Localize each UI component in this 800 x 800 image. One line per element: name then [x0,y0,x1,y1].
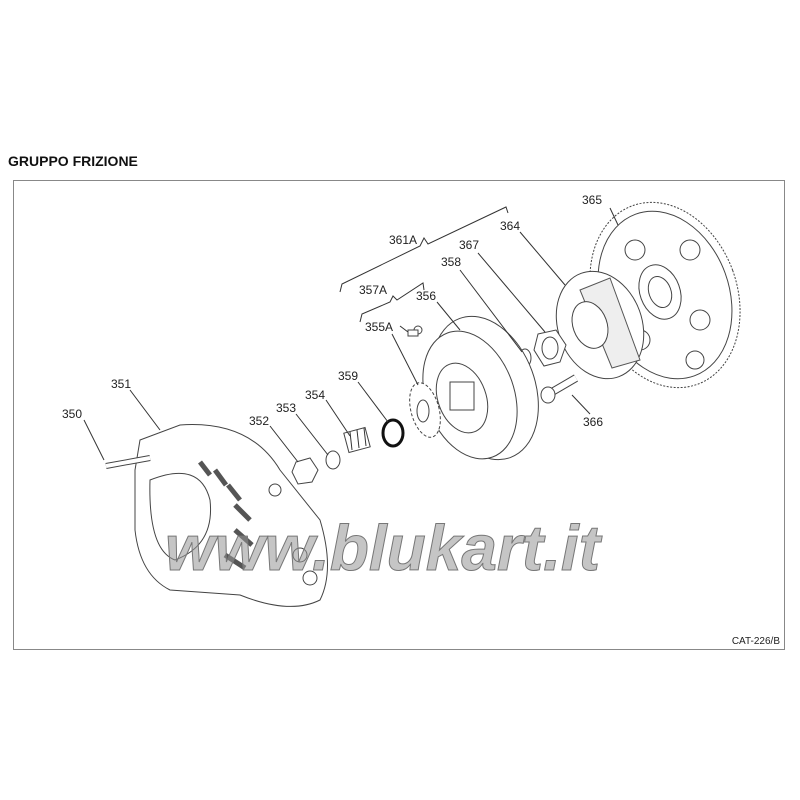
label-366: 366 [583,415,603,429]
label-357A: 357A [359,283,387,297]
label-361A: 361A [389,233,417,247]
label-353: 353 [276,401,296,415]
bracket-361A [339,206,509,293]
label-354: 354 [305,388,325,402]
drum-356 [422,315,539,461]
cover-351 [134,424,328,607]
label-364: 364 [500,219,520,233]
washer-353 [325,450,341,470]
diagram-frame [13,180,785,650]
label-367: 367 [459,238,479,252]
label-356: 356 [416,289,436,303]
leader-lines [83,207,619,463]
stud-350 [105,455,151,469]
label-358: 358 [441,255,461,269]
bearing-354 [343,426,371,454]
label-350: 350 [62,407,82,421]
clutch-364 [555,270,645,380]
catalog-code: CAT-226/B [731,636,780,647]
label-355A: 355A [365,320,393,334]
label-359: 359 [338,369,358,383]
label-365: 365 [582,193,602,207]
screw-355A [407,325,423,337]
label-352: 352 [249,414,269,428]
label-351: 351 [111,377,131,391]
bolt-366 [540,374,579,404]
page-title: GRUPPO FRIZIONE [8,153,138,169]
nut-352 [291,457,319,485]
oring-359 [381,418,405,448]
watermark: www.blukart.it [165,512,603,584]
sprocket-357A [409,382,441,438]
bracket-357A [359,282,425,323]
